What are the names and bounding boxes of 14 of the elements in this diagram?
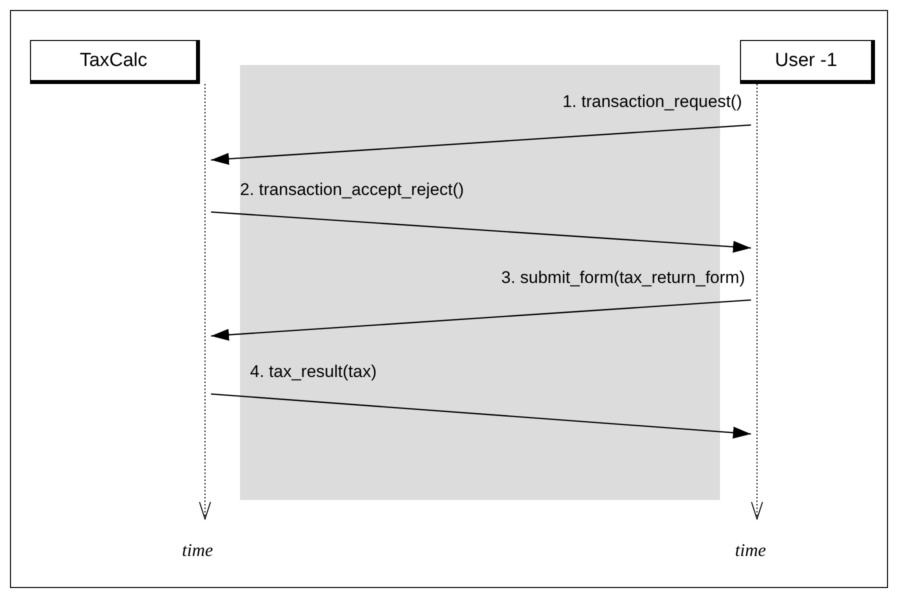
time-label: time [182, 540, 213, 561]
message-label: 2. transaction_accept_reject() [240, 180, 464, 200]
message-label: 3. submit_form(tax_return_form) [501, 268, 745, 288]
lifeline [199, 84, 211, 520]
message-arrow [210, 299, 752, 341]
participant-box: User -1 [740, 40, 875, 84]
message-arrow [210, 124, 752, 165]
message-label: 1. transaction_request() [562, 92, 742, 112]
message-label: 4. tax_result(tax) [250, 362, 377, 382]
lifeline [751, 84, 763, 520]
message-arrow [210, 393, 752, 439]
time-label: time [735, 540, 766, 561]
message-arrow [210, 211, 752, 253]
participant-box: TaxCalc [30, 40, 200, 84]
